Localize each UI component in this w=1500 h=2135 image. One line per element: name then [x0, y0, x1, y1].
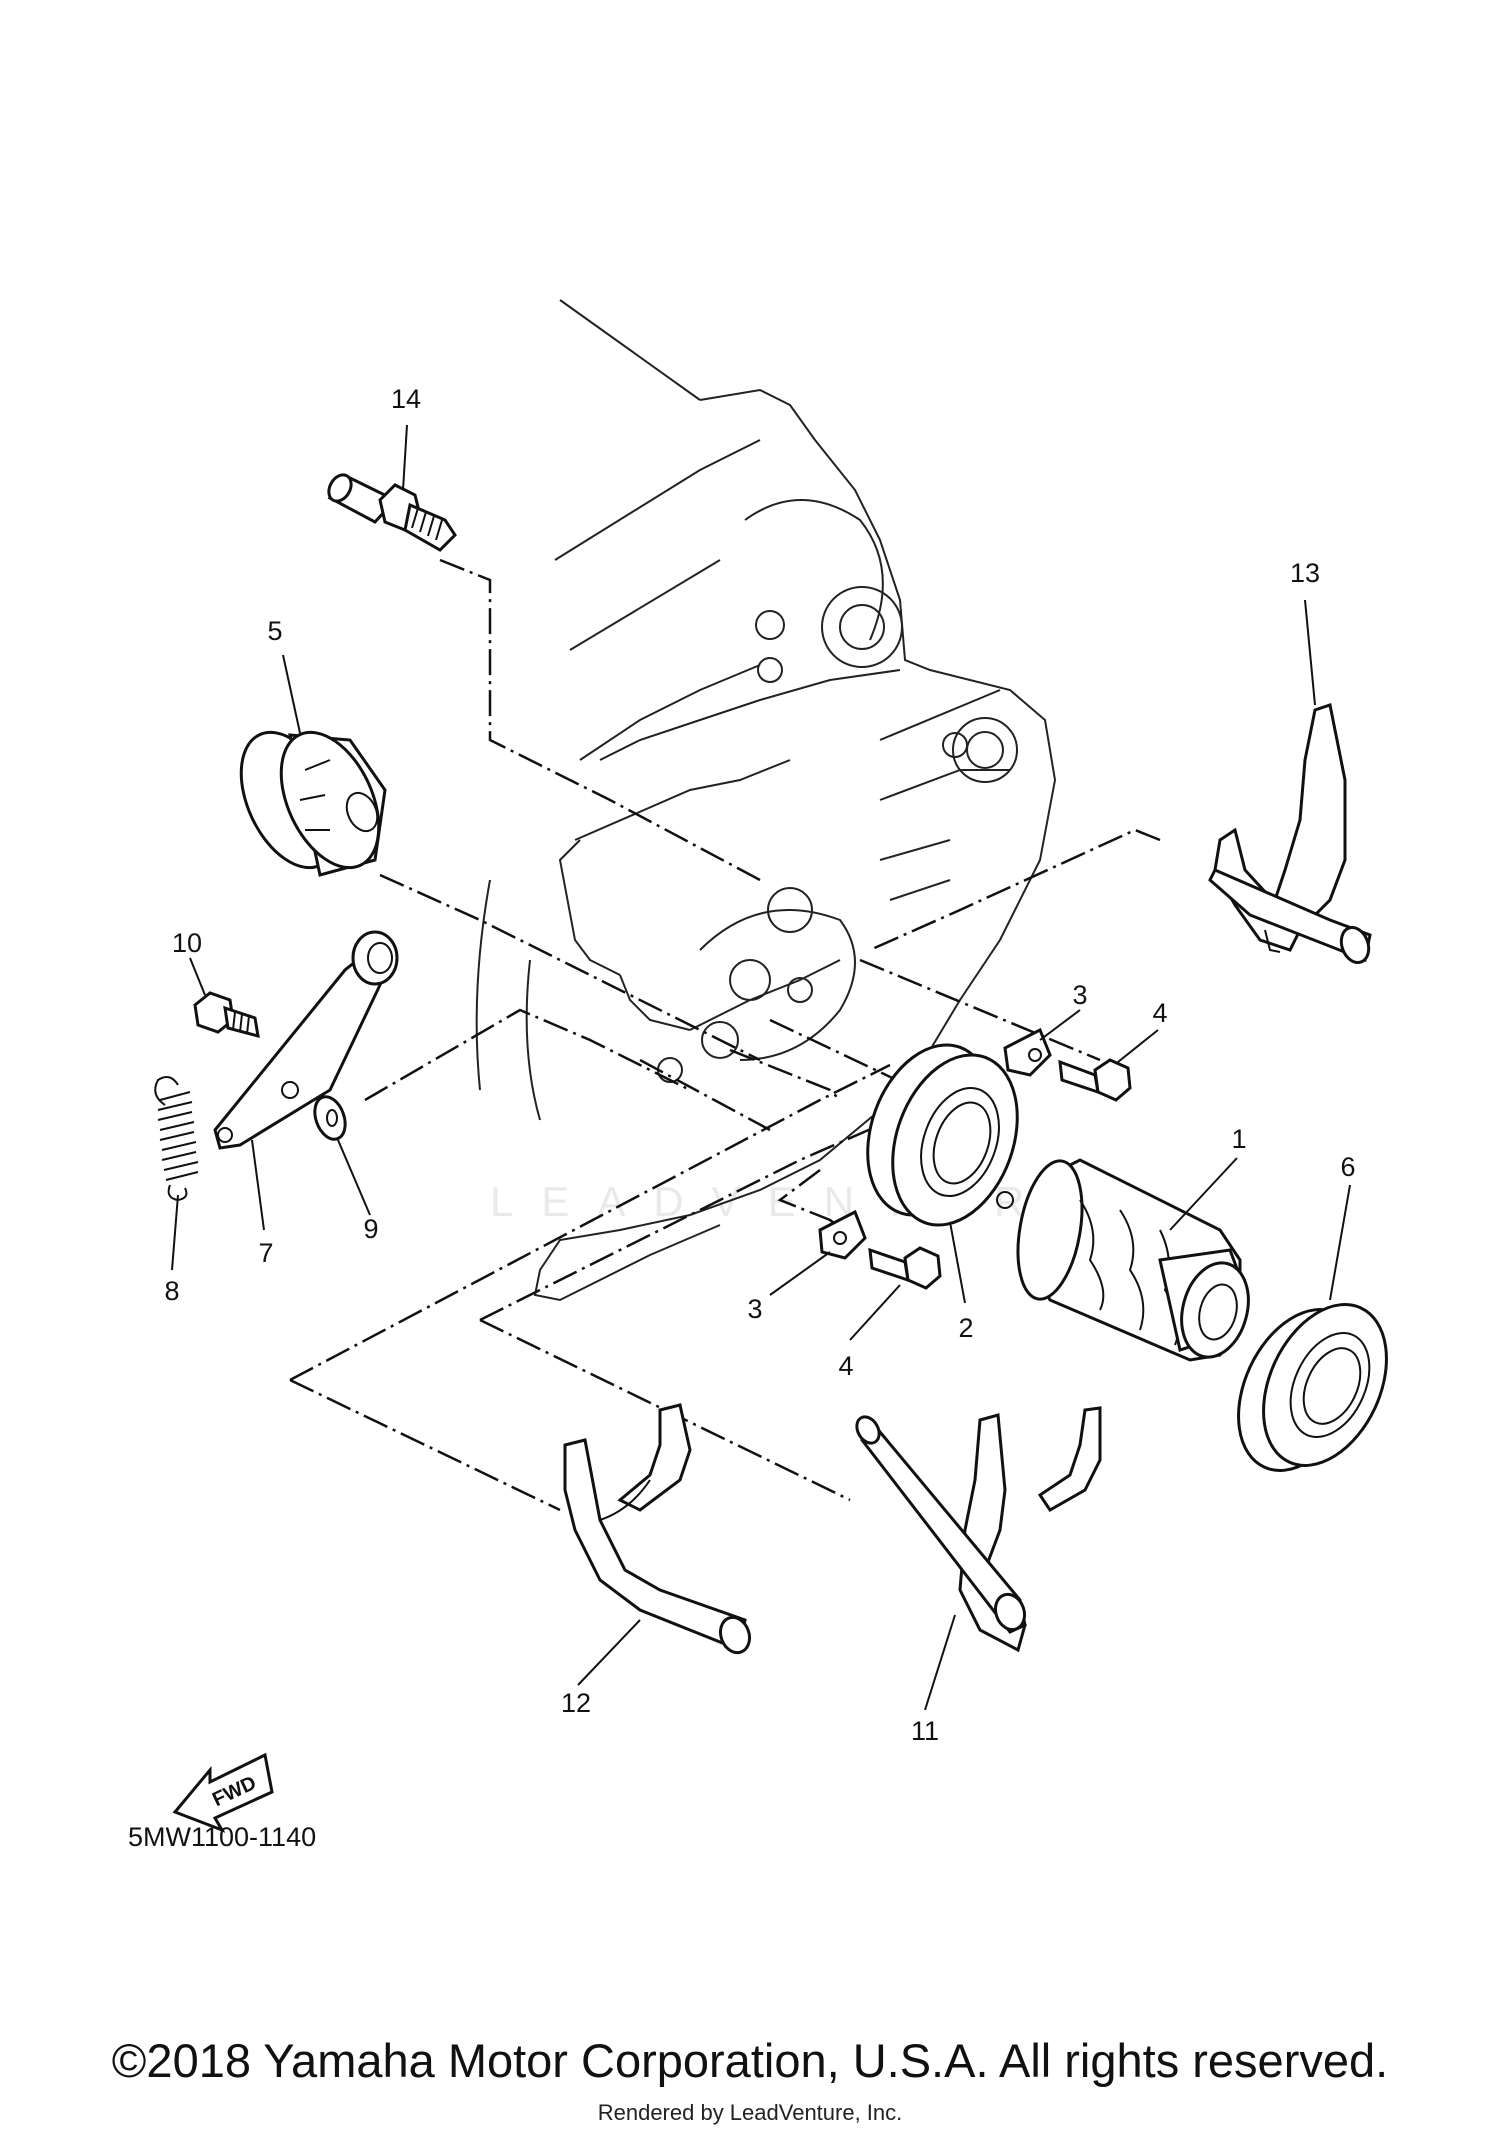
shift-fork-part-11 [855, 1406, 1102, 1653]
callout-11: 11 [911, 1716, 939, 1746]
segment-part-5 [239, 730, 387, 877]
callout-6: 6 [1340, 1152, 1355, 1182]
rendered-by-credit: Rendered by LeadVenture, Inc. [597, 2100, 903, 2125]
spring-part-8 [154, 1075, 199, 1202]
crankcase-housing [475, 299, 1057, 1302]
plate-part-3-lower [818, 1209, 867, 1260]
callout-4-upper: 4 [1152, 998, 1167, 1028]
copyright-notice: ©2018 Yamaha Motor Corporation, U.S.A. A… [111, 2034, 1389, 2087]
callout-8: 8 [164, 1276, 179, 1306]
callout-5: 5 [267, 616, 282, 646]
diagram-code: 5MW1100-1140 [128, 1822, 317, 1852]
forward-arrow-icon: FWD [172, 1752, 274, 1833]
callout-10: 10 [172, 928, 202, 958]
bearing-part-2 [866, 1043, 1019, 1227]
shift-arm-part-7 [213, 930, 399, 1150]
plate-part-3-upper [1003, 1027, 1052, 1077]
callout-3-lower: 3 [747, 1294, 762, 1324]
callout-labels: 14 13 5 10 3 4 1 6 9 7 8 3 4 2 12 11 [164, 384, 1355, 1746]
callout-3-upper: 3 [1072, 980, 1087, 1010]
callout-7: 7 [258, 1238, 273, 1268]
callout-1: 1 [1231, 1124, 1246, 1154]
callout-4-lower: 4 [838, 1351, 853, 1381]
callout-12: 12 [561, 1688, 591, 1718]
callout-14: 14 [391, 384, 421, 414]
callout-leaders [171, 424, 1351, 1711]
bearing-part-6 [1237, 1303, 1388, 1472]
shift-fork-part-13 [1208, 703, 1372, 964]
stud-bolt-part-14 [327, 473, 457, 552]
callout-2: 2 [958, 1313, 973, 1343]
washer-part-9 [313, 1095, 347, 1141]
bolt-part-4-upper [1058, 1058, 1132, 1102]
shift-fork-part-12 [563, 1403, 752, 1655]
callout-13: 13 [1290, 558, 1320, 588]
callout-9: 9 [363, 1214, 378, 1244]
bolt-part-4-lower [868, 1246, 942, 1290]
bolt-part-10 [193, 991, 260, 1039]
shift-drum-part-1 [996, 1158, 1250, 1362]
